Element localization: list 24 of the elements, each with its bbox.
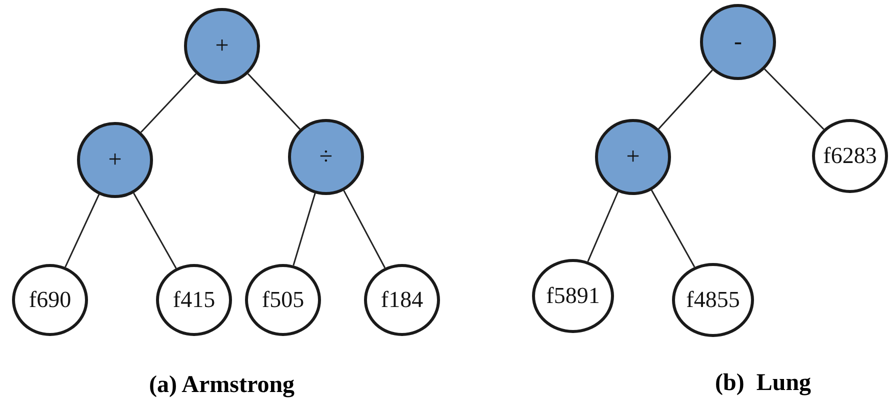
connector-line [140,73,197,133]
feature-label: f690 [28,287,72,313]
subfigure-caption: (b) Lung [715,370,812,396]
connector-line [292,193,316,266]
connector-line [247,73,301,130]
connector-line [764,68,824,130]
operator-symbol: ÷ [319,144,333,170]
operator-symbol: + [215,32,229,60]
feature-label: f6283 [823,143,877,169]
operator-symbol: - [734,28,742,56]
connector-line [587,192,619,262]
connector-line [650,190,696,268]
connector-line [64,194,100,268]
connector-line [658,70,713,130]
feature-label: f415 [172,287,216,313]
operator-symbol: + [108,146,122,174]
feature-label: f184 [380,287,424,313]
feature-label: f505 [262,287,304,313]
operator-symbol: + [626,144,640,170]
subfigure-caption: (a) Armstrong [149,372,295,398]
feature-label: f4855 [686,287,740,313]
feature-label: f5891 [546,283,600,309]
connector-line [133,192,177,269]
connector-line [343,190,386,268]
